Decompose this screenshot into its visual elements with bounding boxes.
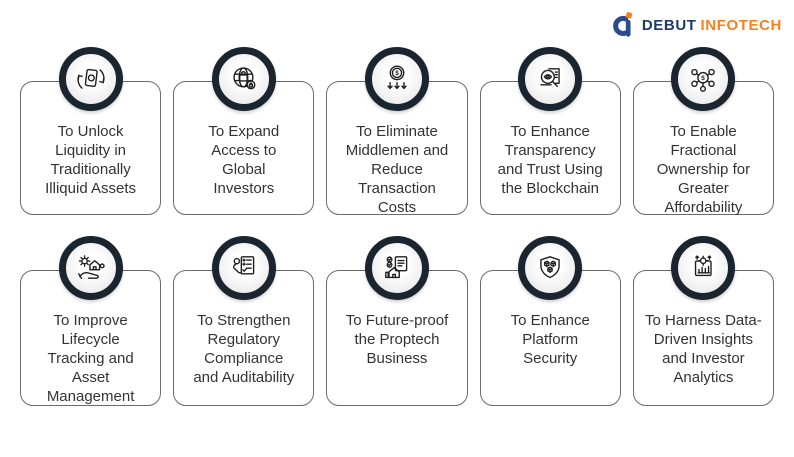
benefits-row-1: To Unlock Liquidity in Traditionally Ill… <box>0 47 794 216</box>
card-transparency-blockchain: To Enhance Transparency and Trust Using … <box>479 47 621 215</box>
card-lifecycle-asset-management: To Improve Lifecycle Tracking and Asset … <box>20 236 162 406</box>
benefit-text: To Enhance Platform Security <box>510 312 590 367</box>
benefit-text: To Expand Access to Global Investors <box>208 123 280 197</box>
icon-badge <box>211 47 276 111</box>
card-global-investors: To Expand Access to Global Investors <box>173 47 315 215</box>
svg-text:$: $ <box>395 70 399 77</box>
shield-security-icon <box>540 256 560 279</box>
card-regulatory-compliance: To Strengthen Regulatory Compliance and … <box>173 236 315 406</box>
benefit-card: To Strengthen Regulatory Compliance and … <box>173 270 315 406</box>
icon-badge: $ <box>671 47 736 111</box>
icon-badge: $ <box>364 47 429 111</box>
icon-badge <box>518 236 583 300</box>
logo-brand-secondary: INFOTECH <box>700 16 782 34</box>
future-proof-icon <box>385 256 408 279</box>
benefit-text: To Improve Lifecycle Tracking and Asset … <box>46 312 135 405</box>
card-fractional-ownership: $ To Enable Fractional Ownership for Gre… <box>632 47 774 216</box>
benefit-text: To Enhance Transparency and Trust Using … <box>497 123 603 197</box>
icon-badge <box>671 236 736 300</box>
icon-badge <box>518 47 583 111</box>
benefit-text: To Unlock Liquidity in Traditionally Ill… <box>45 123 137 197</box>
reduce-cost-icon: $ <box>387 65 407 90</box>
fractional-ownership-icon: $ <box>691 68 716 92</box>
asset-management-icon <box>77 255 105 280</box>
globe-lock-icon <box>233 67 256 90</box>
data-analytics-icon <box>695 255 713 277</box>
compliance-checklist-icon <box>232 256 255 275</box>
benefit-text: To Enable Fractional Ownership for Great… <box>656 123 751 216</box>
benefit-text: To Future-proof the Proptech Business <box>345 312 449 367</box>
icon-badge <box>364 236 429 300</box>
icon-badge <box>58 47 123 111</box>
card-unlock-liquidity: To Unlock Liquidity in Traditionally Ill… <box>20 47 162 215</box>
benefit-text: To Strengthen Regulatory Compliance and … <box>193 312 295 386</box>
debut-infotech-logo-icon <box>613 12 633 37</box>
money-cycle-icon <box>77 68 105 89</box>
svg-text:$: $ <box>702 75 706 82</box>
icon-badge <box>211 236 276 300</box>
card-data-analytics: To Harness Data- Driven Insights and Inv… <box>632 236 774 406</box>
card-platform-security: To Enhance Platform Security <box>479 236 621 406</box>
benefit-card: To Unlock Liquidity in Traditionally Ill… <box>20 81 162 215</box>
icon-badge <box>58 236 123 300</box>
card-future-proof: To Future-proof the Proptech Business <box>326 236 468 406</box>
benefits-row-2: To Improve Lifecycle Tracking and Asset … <box>0 236 794 406</box>
card-reduce-costs: $ To Eliminate Middlemen and Reduce Tran… <box>326 47 468 216</box>
transparency-search-icon <box>540 68 560 88</box>
benefit-text: To Harness Data- Driven Insights and Inv… <box>645 312 762 386</box>
benefit-card: To Eliminate Middlemen and Reduce Transa… <box>326 81 468 216</box>
logo-brand-primary: DEBUT <box>641 16 697 34</box>
benefit-text: To Eliminate Middlemen and Reduce Transa… <box>345 123 449 216</box>
